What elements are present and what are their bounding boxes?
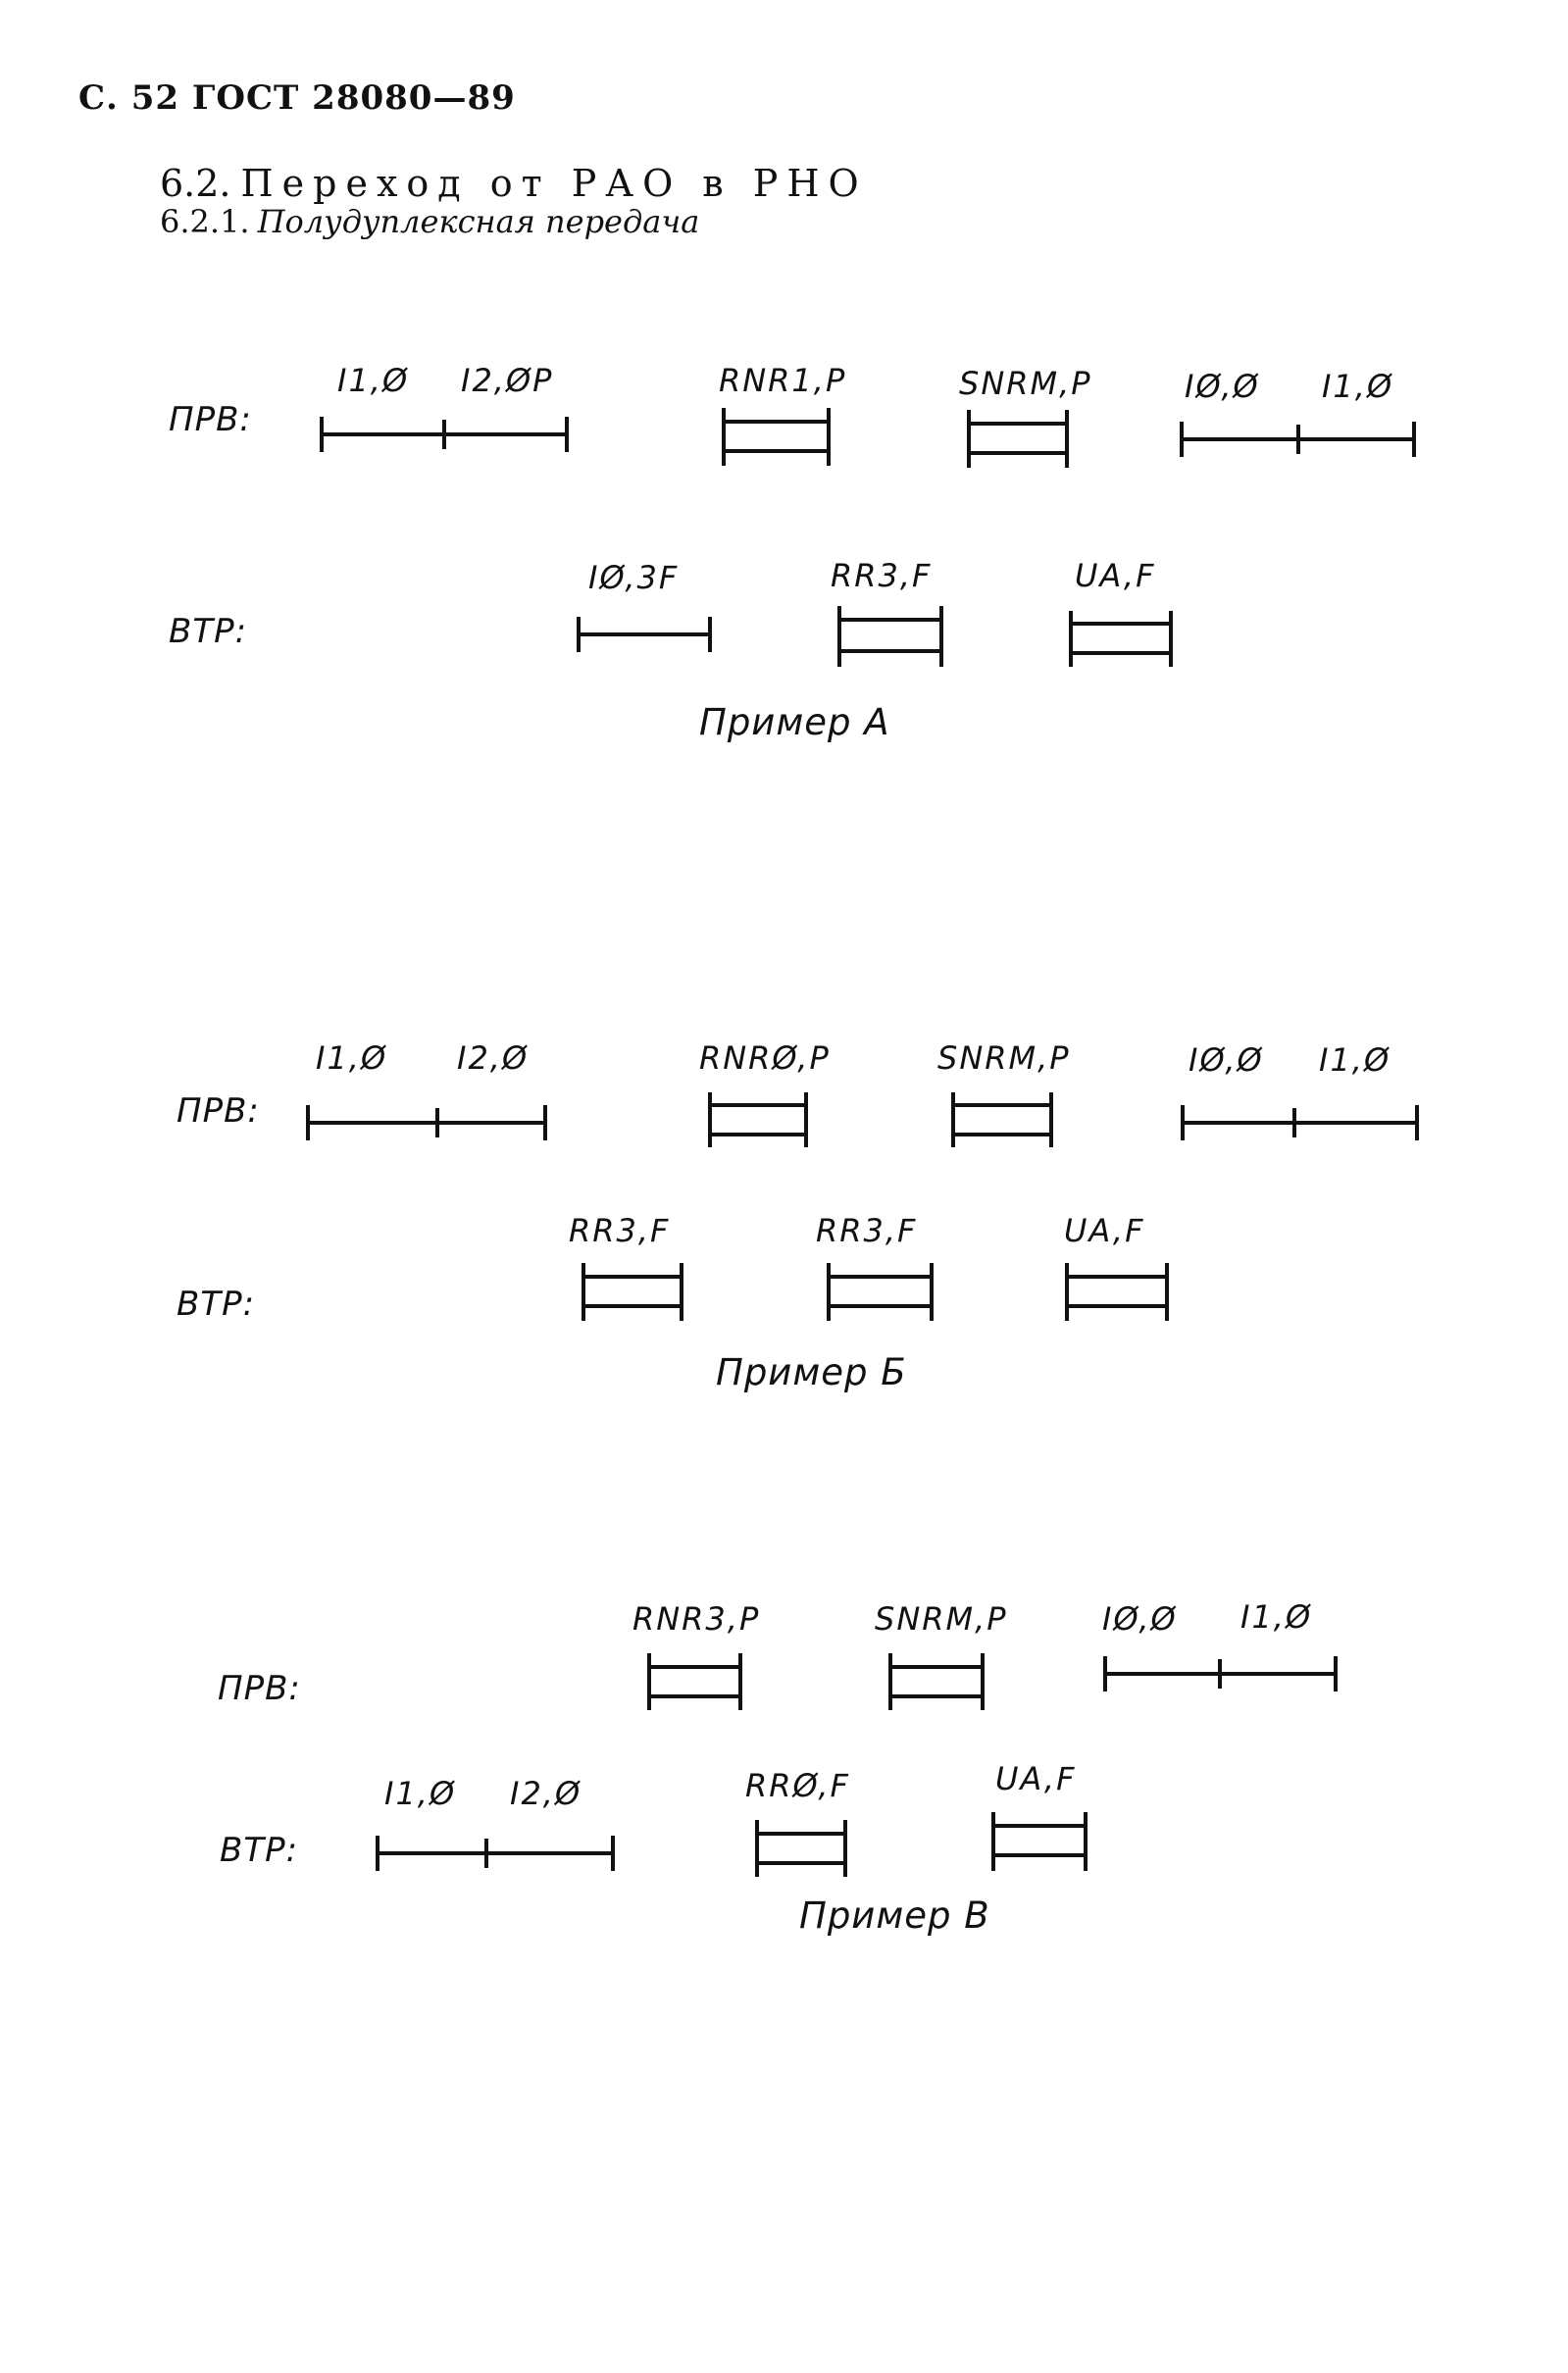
example-c-vtr-label: ВТР: <box>220 1831 299 1870</box>
frame-label: I2,ØP <box>461 362 554 399</box>
example-c-caption: Пример В <box>799 1894 990 1937</box>
example-a-prv-seq-2 <box>1180 422 1416 457</box>
example-a-prv-label: ПРВ: <box>169 400 252 439</box>
frame-label: RNR1,P <box>719 362 847 399</box>
example-a-prv-seq-1 <box>320 417 569 452</box>
box-frame <box>708 1103 808 1136</box>
frame-label: UA,F <box>995 1760 1077 1797</box>
example-c-vtr-box-1 <box>755 1820 847 1877</box>
subsection-title: 6.2.1.Полудуплексная передача <box>160 203 699 240</box>
frame-label: RNRØ,P <box>699 1039 831 1077</box>
box-frame <box>1065 1275 1169 1308</box>
example-b-prv-seq-1 <box>306 1105 547 1140</box>
frame-label: I1,Ø <box>316 1039 388 1077</box>
frame-label: I1,Ø <box>1322 368 1394 405</box>
frame-label: I1,Ø <box>1319 1041 1391 1079</box>
section-number: 6.2. <box>160 162 231 205</box>
page-header: С. 52 ГОСТ 28080—89 <box>78 78 516 118</box>
frame-label: UA,F <box>1064 1212 1145 1249</box>
example-a-caption: Пример А <box>699 701 890 743</box>
example-c-prv-box-2 <box>888 1653 985 1710</box>
frame-label: RR3,F <box>816 1212 918 1249</box>
example-b-caption: Пример Б <box>716 1351 907 1393</box>
example-b-prv-box-1 <box>708 1092 808 1147</box>
frame-label: I1,Ø <box>384 1775 457 1812</box>
box-frame <box>827 1275 934 1308</box>
example-b-vtr-label: ВТР: <box>177 1285 256 1324</box>
subsection-title-text: Полудуплексная передача <box>257 203 700 240</box>
frame-label: I2,Ø <box>510 1775 582 1812</box>
box-frame <box>722 420 831 453</box>
example-c-vtr-seq-1 <box>376 1836 615 1871</box>
frame-label: RR3,F <box>569 1212 671 1249</box>
example-a-vtr-box-1 <box>837 606 943 667</box>
frame-label: SNRM,P <box>875 1600 1008 1638</box>
frame-label: RNR3,P <box>632 1600 761 1638</box>
frame-label: SNRM,P <box>959 365 1092 402</box>
box-frame <box>582 1275 683 1308</box>
example-a-prv-box-2 <box>967 410 1069 468</box>
example-b-vtr-box-3 <box>1065 1263 1169 1321</box>
subsection-number: 6.2.1. <box>160 203 250 240</box>
frame-label: UA,F <box>1075 557 1156 594</box>
example-c-vtr-box-2 <box>991 1812 1087 1871</box>
frame-label: SNRM,P <box>937 1039 1071 1077</box>
frame-label: IØ,Ø <box>1189 1041 1264 1079</box>
box-frame <box>837 618 943 653</box>
section-title-text: Переход от РАО в РНО <box>240 162 868 205</box>
frame-label: I1,Ø <box>1240 1598 1313 1636</box>
example-c-prv-seq-1 <box>1103 1656 1338 1691</box>
example-b-prv-box-2 <box>951 1092 1053 1147</box>
box-frame <box>967 422 1069 455</box>
example-b-vtr-box-2 <box>827 1263 934 1321</box>
box-frame <box>888 1665 985 1698</box>
box-frame <box>991 1824 1087 1857</box>
example-a-vtr-label: ВТР: <box>169 612 248 651</box>
frame-label: IØ,3F <box>588 559 680 596</box>
frame-label: IØ,Ø <box>1185 368 1260 405</box>
example-b-prv-label: ПРВ: <box>177 1091 260 1131</box>
example-a-prv-box-1 <box>722 408 831 466</box>
box-frame <box>755 1832 847 1865</box>
box-frame <box>1069 622 1173 655</box>
example-a-vtr-box-2 <box>1069 611 1173 667</box>
example-b-prv-seq-2 <box>1181 1105 1419 1140</box>
frame-label: RRØ,F <box>745 1767 850 1804</box>
frame-label: IØ,Ø <box>1102 1600 1178 1638</box>
frame-label: I1,Ø <box>337 362 410 399</box>
box-frame <box>951 1103 1053 1136</box>
frame-label: RR3,F <box>831 557 933 594</box>
example-b-vtr-box-1 <box>582 1263 683 1321</box>
example-c-prv-label: ПРВ: <box>218 1669 301 1708</box>
section-title: 6.2.Переход от РАО в РНО <box>160 162 868 205</box>
example-a-vtr-seq-1 <box>577 617 712 652</box>
example-c-prv-box-1 <box>647 1653 742 1710</box>
box-frame <box>647 1665 742 1698</box>
frame-label: I2,Ø <box>457 1039 530 1077</box>
